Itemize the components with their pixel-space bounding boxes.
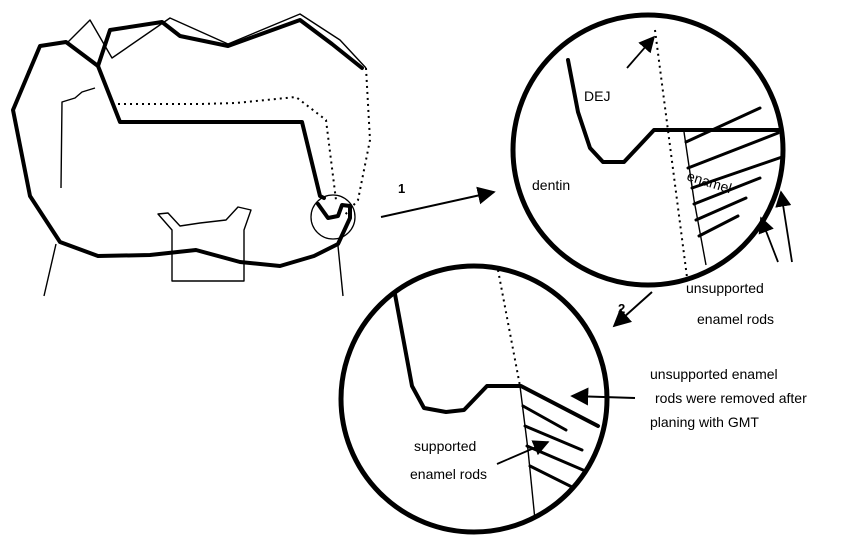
dej-label: DEJ bbox=[584, 88, 610, 104]
unsupported-rods-label-line2: enamel rods bbox=[697, 311, 774, 327]
removed-note-line1: unsupported enamel bbox=[650, 366, 778, 382]
magnified-view-before: DEJ dentin enamel bbox=[513, 15, 800, 285]
step-2-arrow: 2 bbox=[614, 292, 652, 326]
step-1-label: 1 bbox=[398, 181, 405, 196]
magnified-view-after bbox=[341, 266, 607, 532]
dentin-label: dentin bbox=[532, 177, 570, 193]
supported-rods-label-line2: enamel rods bbox=[410, 466, 487, 482]
removed-note-line2: rods were removed after bbox=[655, 390, 807, 406]
unsupported-rods-label-line1: unsupported bbox=[686, 280, 764, 296]
step-1-arrow: 1 bbox=[381, 181, 494, 217]
removed-note-line3: planing with GMT bbox=[650, 414, 759, 430]
step-2-label: 2 bbox=[618, 301, 625, 316]
supported-rods-label-line1: supported bbox=[414, 438, 476, 454]
tooth-outline bbox=[13, 14, 370, 296]
